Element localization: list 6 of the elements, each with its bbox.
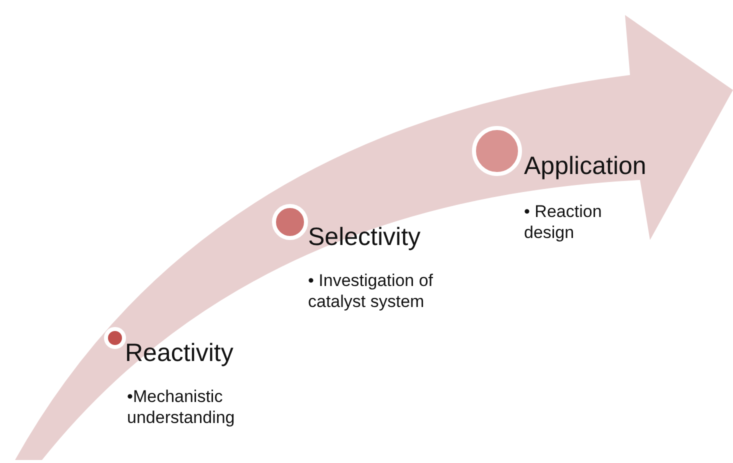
milestone-heading: Selectivity	[308, 223, 421, 252]
milestone-heading: Application	[524, 152, 646, 181]
milestone-heading: Reactivity	[125, 339, 234, 368]
bullet-text: • Reaction design	[524, 201, 603, 243]
bullet-text: •Mechanistic understanding	[127, 386, 236, 428]
bullet-text: • Investigation of catalyst system	[308, 270, 434, 312]
